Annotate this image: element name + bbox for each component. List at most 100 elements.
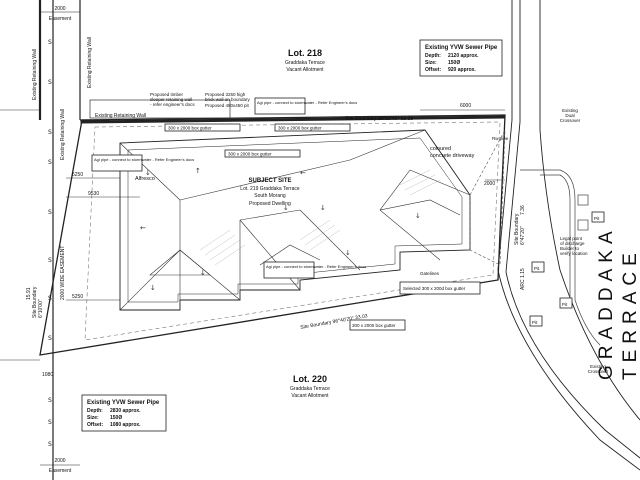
svg-text:of discharge: of discharge bbox=[560, 241, 585, 246]
lot-220-label: Lot. 220 Graddaka Terrace Vacant Allotme… bbox=[290, 374, 330, 399]
retaining-wall-left-label: Existing Retaining Wall bbox=[32, 49, 38, 100]
site-boundary bbox=[39, 114, 506, 356]
svg-text:↑: ↑ bbox=[195, 167, 201, 175]
svg-text:SUBJECT SITE: SUBJECT SITE bbox=[248, 178, 291, 184]
boundary-top-label: Site Boundary 96°10'40" 32.28 bbox=[345, 116, 413, 122]
retaining-notes: Proposed timber sleeper retaining wall -… bbox=[150, 92, 251, 108]
svg-text:Agi pipe - connect to stormwat: Agi pipe - connect to stormwater - Refer… bbox=[266, 264, 366, 269]
svg-text:S: S bbox=[48, 39, 52, 46]
sewer-info-bottom: Existing YVW Sewer Pipe Depth: 2830 appr… bbox=[81, 394, 167, 432]
svg-text:Lot. 218: Lot. 218 bbox=[288, 48, 322, 58]
gatelines-label: Gatelines bbox=[420, 271, 440, 276]
svg-text:2000: 2000 bbox=[54, 6, 65, 12]
svg-text:Agi pipe - connect to stormwat: Agi pipe - connect to stormwater - Refer… bbox=[94, 157, 194, 162]
svg-text:- refer engineer's docs: - refer engineer's docs bbox=[150, 102, 195, 107]
svg-text:Vacant Allotment: Vacant Allotment bbox=[286, 67, 324, 73]
svg-text:TERRACE: TERRACE bbox=[620, 247, 640, 380]
length-right: 7.36 bbox=[520, 205, 526, 215]
svg-text:↓: ↓ bbox=[283, 204, 289, 212]
dim-1080: 1080 bbox=[42, 372, 53, 378]
dim-2000: 2000 bbox=[484, 181, 495, 187]
svg-text:150Ø: 150Ø bbox=[110, 415, 122, 421]
svg-text:Lot. 219 Graddaka Terrace: Lot. 219 Graddaka Terrace bbox=[240, 186, 300, 192]
svg-text:concrete driveway: concrete driveway bbox=[430, 153, 475, 159]
svg-text:300 x 2000 box gutter: 300 x 2000 box gutter bbox=[352, 323, 396, 328]
svg-text:Existing: Existing bbox=[562, 108, 578, 113]
svg-text:S: S bbox=[48, 257, 52, 264]
svg-text:brick wall on boundary: brick wall on boundary bbox=[205, 97, 251, 102]
svg-text:↓: ↓ bbox=[345, 249, 351, 257]
svg-text:S: S bbox=[48, 209, 52, 216]
svg-text:Size:: Size: bbox=[87, 415, 99, 421]
wide-easement-label: 2000 WIDE EASEMENT bbox=[60, 246, 66, 300]
svg-text:Existing YVW Sewer Pipe: Existing YVW Sewer Pipe bbox=[87, 400, 160, 406]
agi-pipe-notes: Agi pipe - connect to stormwater - Refer… bbox=[91, 97, 366, 279]
svg-text:Pit: Pit bbox=[534, 266, 540, 271]
svg-text:South Morang: South Morang bbox=[254, 193, 286, 199]
svg-text:↓: ↓ bbox=[145, 169, 151, 177]
svg-text:Proposed 450x450 pit: Proposed 450x450 pit bbox=[205, 103, 250, 108]
svg-text:Selected 300 x 200d box gutter: Selected 300 x 200d box gutter bbox=[403, 286, 466, 291]
svg-text:Offset:: Offset: bbox=[87, 422, 103, 428]
svg-text:←: ← bbox=[300, 169, 306, 177]
svg-text:Existing Retaining Wall: Existing Retaining Wall bbox=[95, 113, 146, 119]
easement-top-dim: 2000 Easement bbox=[40, 6, 80, 22]
svg-text:Size:: Size: bbox=[425, 60, 437, 66]
svg-text:S: S bbox=[48, 441, 52, 448]
lot-218-label: Lot. 218 Graddaka Terrace Vacant Allotme… bbox=[285, 48, 325, 73]
svg-text:Pit: Pit bbox=[532, 320, 538, 325]
downpipe-label: Rw pipe bbox=[492, 136, 509, 141]
svg-text:Agi pipe - connect to stormwat: Agi pipe - connect to stormwater - Refer… bbox=[257, 100, 357, 105]
svg-text:Legal point: Legal point bbox=[560, 236, 583, 241]
svg-text:Vacant Allotment: Vacant Allotment bbox=[291, 393, 329, 399]
dim-6000: 6000 bbox=[460, 103, 471, 109]
svg-text:↓: ↓ bbox=[320, 204, 326, 212]
sewer-info-top: Existing YVW Sewer Pipe Depth: 2120 appr… bbox=[419, 39, 503, 77]
svg-text:Pit: Pit bbox=[594, 216, 600, 221]
svg-text:S: S bbox=[48, 79, 52, 86]
svg-text:2000: 2000 bbox=[54, 458, 65, 464]
svg-text:S: S bbox=[48, 129, 52, 136]
svg-text:Graddaka Terrace: Graddaka Terrace bbox=[290, 386, 330, 392]
svg-text:300 x 2000 box gutter: 300 x 2000 box gutter bbox=[168, 126, 212, 131]
dim-5250-a: 5250 bbox=[72, 172, 83, 178]
retaining-wall-lower-label: Existing Retaining Wall bbox=[60, 109, 66, 160]
dwelling-outline bbox=[119, 129, 471, 311]
svg-text:2120 approx.: 2120 approx. bbox=[448, 53, 479, 59]
svg-text:Builder to: Builder to bbox=[560, 246, 580, 251]
svg-text:300 x 2000 box gutter: 300 x 2000 box gutter bbox=[228, 152, 272, 157]
svg-text:Crossover: Crossover bbox=[588, 369, 609, 374]
svg-text:Dual: Dual bbox=[565, 113, 574, 118]
svg-text:Depth:: Depth: bbox=[425, 53, 441, 59]
svg-text:920 approx.: 920 approx. bbox=[448, 67, 476, 73]
svg-text:1080 approx.: 1080 approx. bbox=[110, 422, 141, 428]
length-left: 15.91 bbox=[26, 287, 32, 300]
svg-text:Proposed 3250 high: Proposed 3250 high bbox=[205, 92, 246, 97]
boundary-bottom-label: Site Boundary 96°40'20" 33.03 bbox=[300, 313, 368, 331]
legal-discharge-note: Legal point of discharge Builder to veri… bbox=[560, 236, 588, 256]
svg-text:↓: ↓ bbox=[150, 284, 156, 292]
svg-text:Easement: Easement bbox=[49, 468, 72, 474]
driveway: coloured concrete driveway bbox=[430, 129, 506, 266]
crossover-label: Existing Crossover bbox=[588, 364, 609, 374]
svg-text:Crossover: Crossover bbox=[560, 118, 581, 123]
subject-site-label: SUBJECT SITE Lot. 219 Graddaka Terrace S… bbox=[240, 178, 300, 207]
svg-text:coloured: coloured bbox=[430, 146, 451, 152]
fall-arrows: ↓ ↑ ← ← ↓ ↓ ↓ ↓ ↓ ↓ bbox=[140, 167, 421, 292]
svg-text:sleeper retaining wall: sleeper retaining wall bbox=[150, 97, 192, 102]
svg-text:Lot. 220: Lot. 220 bbox=[293, 374, 327, 384]
svg-text:2830 approx.: 2830 approx. bbox=[110, 408, 141, 414]
svg-text:↓: ↓ bbox=[415, 212, 421, 220]
easement-bottom-dim: 2000 Easement bbox=[40, 458, 80, 474]
svg-text:verify location: verify location bbox=[560, 251, 588, 256]
gutter-notes: 300 x 2000 box gutter 300 x 2000 box gut… bbox=[164, 123, 481, 331]
road-name: GRADDAKA TERRACE bbox=[596, 225, 640, 380]
footpath bbox=[520, 169, 601, 346]
dim-9530: 9530 bbox=[88, 191, 99, 197]
svg-text:GRADDAKA: GRADDAKA bbox=[596, 225, 617, 380]
svg-text:6°10'00": 6°10'00" bbox=[38, 299, 44, 318]
arc-right: ARC 1.15 bbox=[520, 268, 526, 290]
svg-text:6°47'20": 6°47'20" bbox=[520, 226, 526, 245]
alfresco-label: Alfresco bbox=[135, 176, 155, 182]
